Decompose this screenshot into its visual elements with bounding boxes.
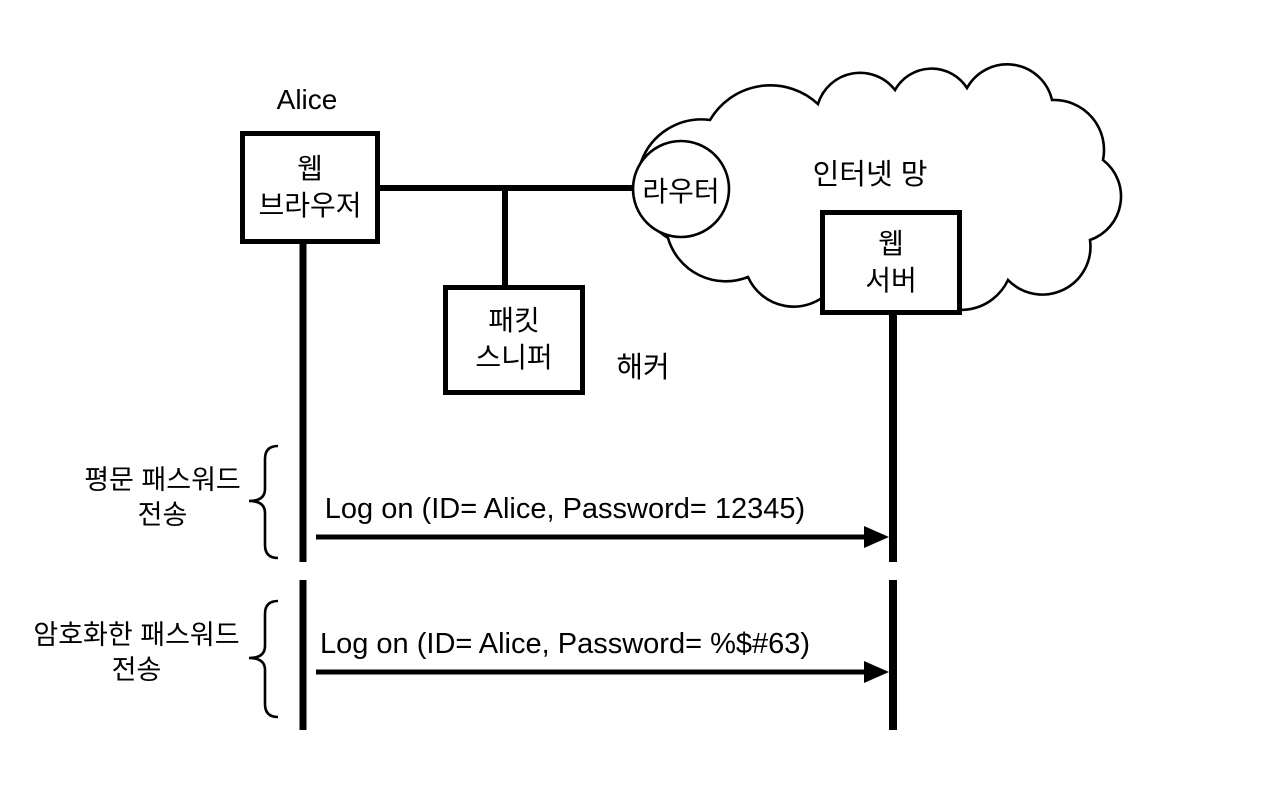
packet-sniffer-label-line2: 스니퍼: [475, 342, 553, 373]
router-circle: [631, 139, 731, 239]
message-1-arrow-head: [864, 526, 889, 548]
message-2-arrow-head: [864, 661, 889, 683]
label-2-brace: [248, 599, 279, 719]
web-server-label-line2: 서버: [865, 264, 917, 296]
message-1-side-label-line2: 전송: [137, 500, 188, 531]
message-1-text: Log on (ID= Alice, Password= 12345): [324, 493, 806, 525]
label-1-brace: [248, 444, 279, 560]
alice-label: Alice: [276, 84, 338, 115]
packet-sniffer-label-line1: 패킷: [488, 305, 540, 337]
web-browser-node: 웹 브라우저: [240, 131, 380, 244]
internet-label: 인터넷 망: [812, 159, 928, 191]
web-browser-label-line1: 웹: [297, 152, 323, 184]
router-label: 라우터: [642, 176, 720, 207]
message-1-side-label-line1: 평문 패스워드: [84, 465, 241, 495]
message-2-text: Log on (ID= Alice, Password= %$#63): [319, 628, 811, 660]
hacker-label: 해커: [616, 352, 670, 384]
packet-sniffer-node: 패킷 스니퍼: [443, 285, 585, 395]
web-server-label-line1: 웹: [878, 227, 904, 259]
web-browser-label-line2: 브라우저: [258, 189, 362, 221]
message-2-side-label-line1: 암호화한 패스워드: [33, 620, 240, 650]
message-1-side-label: 평문 패스워드 전송: [40, 463, 285, 533]
message-2-side-label-line2: 전송: [111, 655, 162, 686]
web-server-node: 웹 서버: [820, 210, 962, 315]
message-2-side-label: 암호화한 패스워드 전송: [14, 618, 259, 688]
